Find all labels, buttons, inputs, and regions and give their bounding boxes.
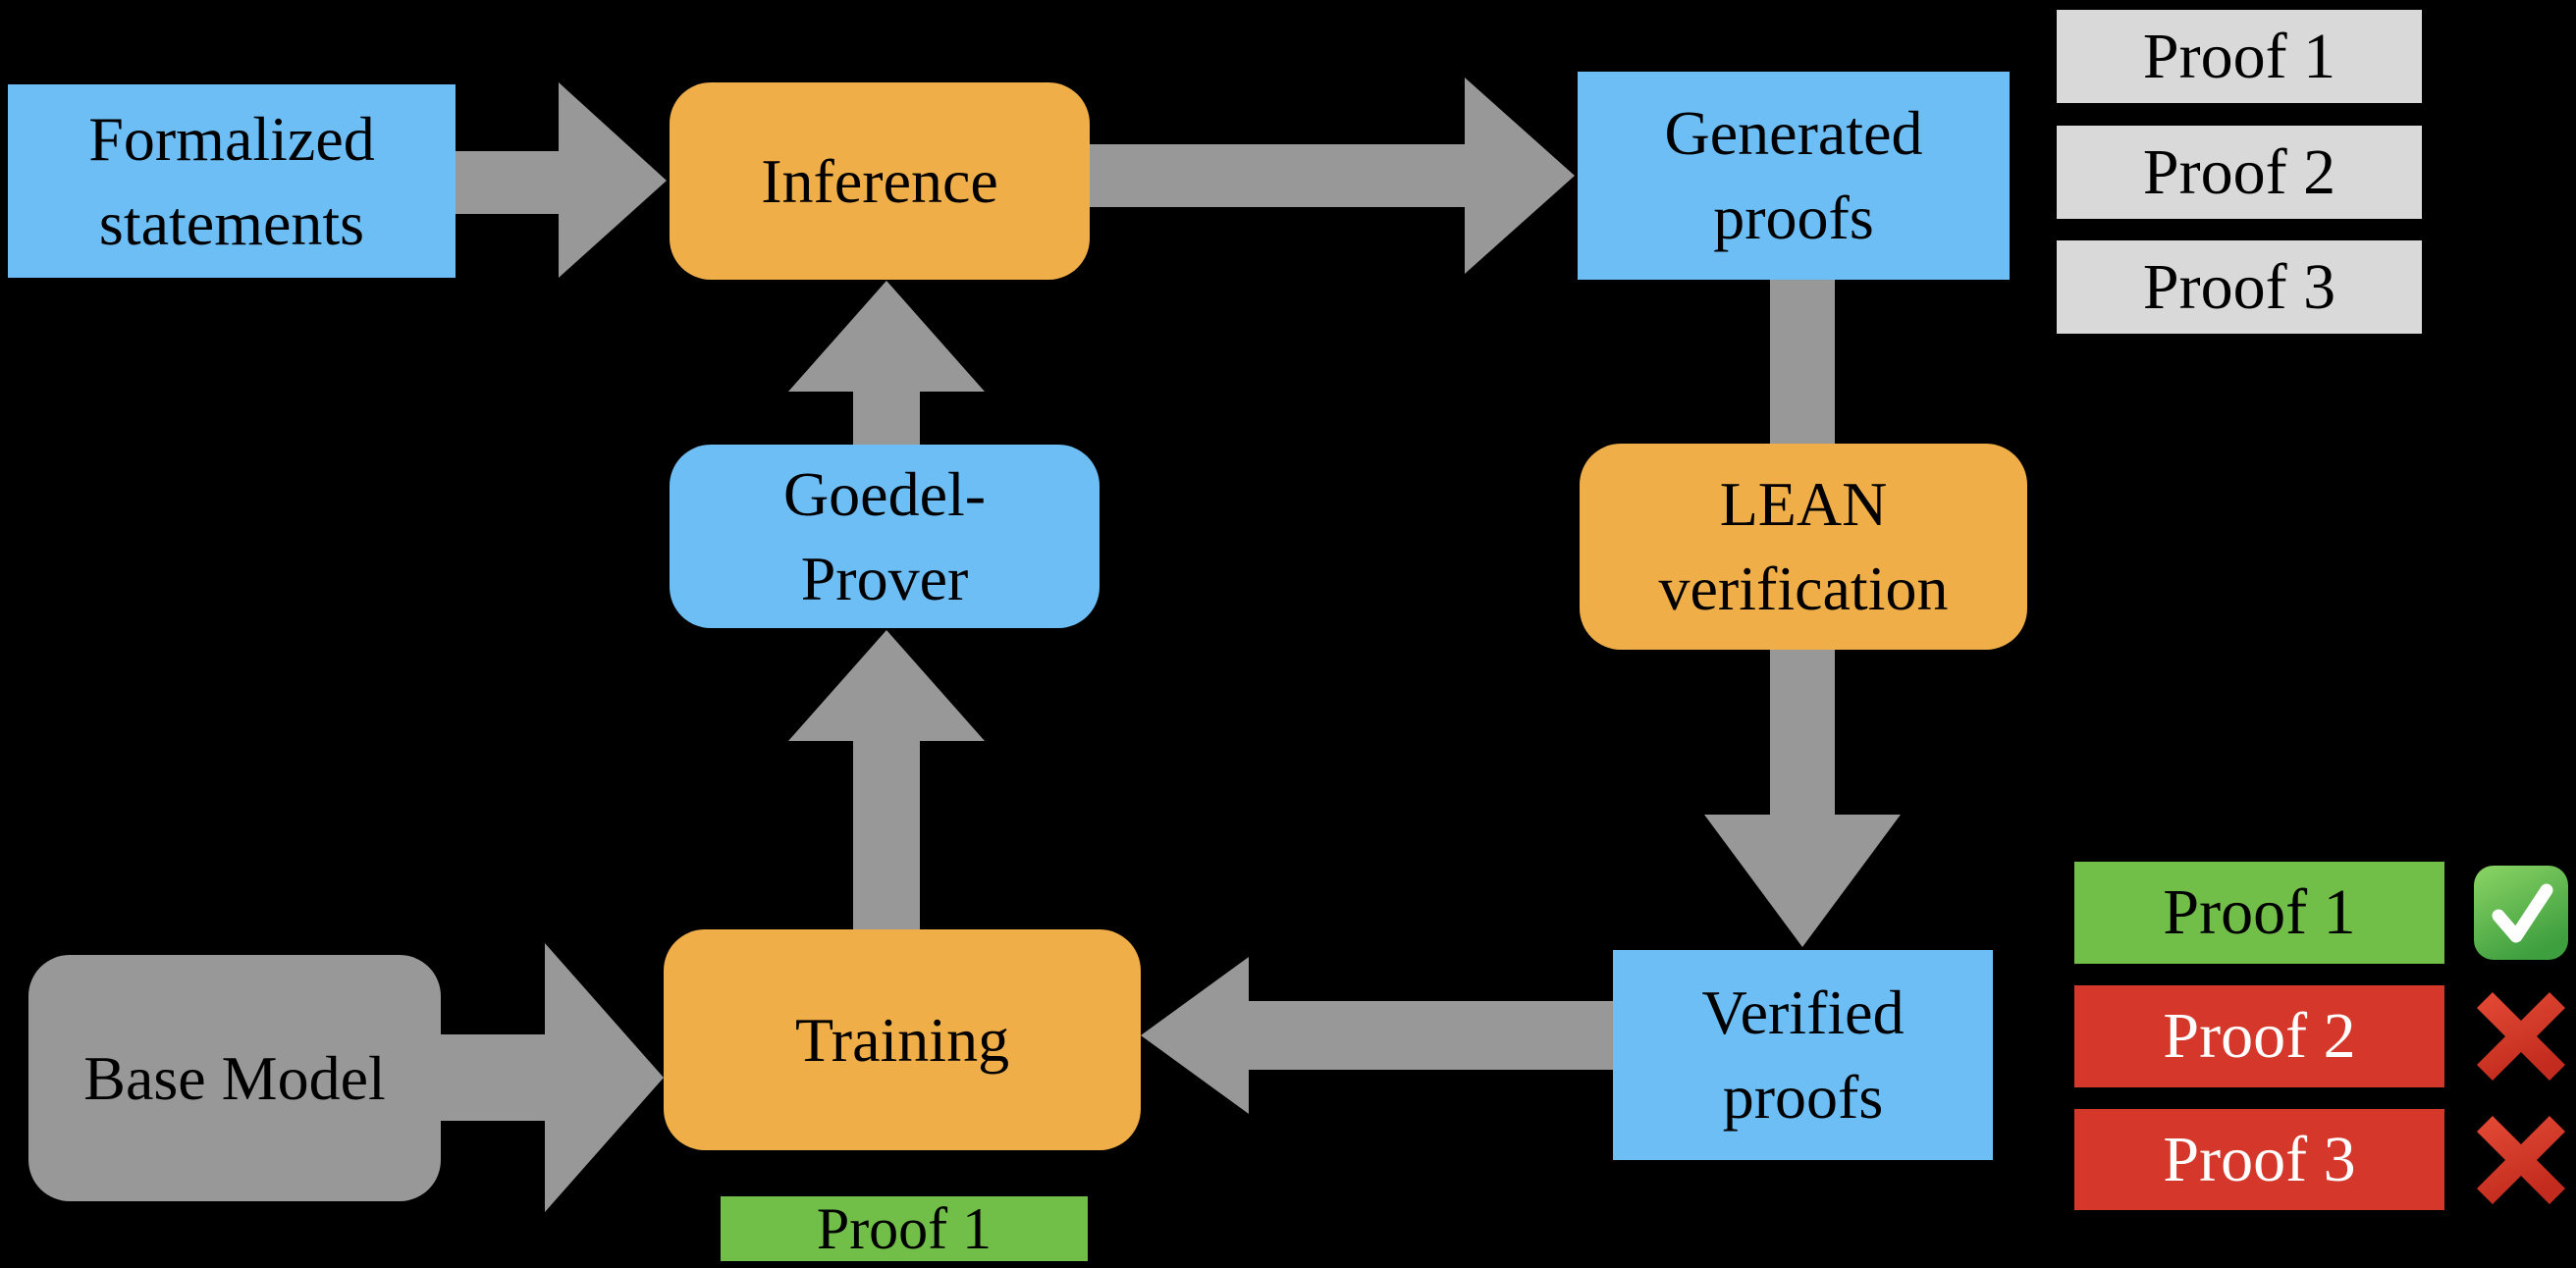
arrow-training-to-goedel-prover [788,630,985,929]
node-label-line: Goedel- [782,458,987,529]
node-lean-verification: LEAN verification [1580,444,2027,650]
node-label-line: Formalized [88,103,375,174]
arrow-inference-to-generated-proofs [1090,78,1575,274]
node-base-model: Base Model [28,955,441,1201]
proof-label: Proof 3 [2142,250,2336,323]
node-formalized-statements: Formalized statements [8,84,456,278]
node-label-line: Prover [800,543,969,613]
node-label-line: statements [98,187,365,258]
generated-proof-row-3: Proof 3 [2057,240,2422,334]
verified-proof-row-3: Proof 3 [2074,1109,2444,1210]
proof-label: Proof 1 [816,1195,993,1261]
arrow-verified-proofs-to-training [1141,957,1613,1114]
node-training: Training [664,929,1141,1150]
verified-proof-row-1: Proof 1 [2074,862,2444,964]
node-label: Base Model [83,1042,386,1113]
proof-label: Proof 2 [2163,1000,2356,1072]
check-mark-icon [2472,864,2570,962]
cross-mark-icon [2472,987,2570,1085]
node-label-line: Verified [1701,977,1905,1048]
node-verified-proofs: Verified proofs [1613,950,1993,1160]
node-label-line: proofs [1713,183,1874,252]
node-label-line: proofs [1722,1062,1884,1132]
training-data-proof-row: Proof 1 [721,1196,1088,1261]
cross-mark-icon [2472,1111,2570,1209]
arrow-base-model-to-training [441,943,664,1212]
node-generated-proofs: Generated proofs [1578,72,2010,280]
generated-proof-row-2: Proof 2 [2057,126,2422,219]
node-inference: Inference [670,82,1090,280]
generated-proof-row-1: Proof 1 [2057,10,2422,103]
node-label: Inference [761,145,998,216]
proof-label: Proof 1 [2142,20,2336,92]
arrow-formalized-to-inference [456,82,667,278]
connector-generated-proofs-to-lean [1770,273,1835,444]
proof-label: Proof 3 [2163,1123,2356,1195]
node-label-line: Generated [1664,98,1923,169]
arrow-goedel-prover-to-inference [788,281,985,445]
proof-label: Proof 1 [2163,876,2356,948]
proof-label: Proof 2 [2142,135,2336,208]
node-goedel-prover: Goedel- Prover [670,445,1100,628]
node-label-line: verification [1658,554,1949,623]
node-label-line: LEAN [1719,469,1888,540]
node-label: Training [794,1004,1010,1075]
arrow-lean-to-verified-proofs [1704,650,1901,947]
verified-proof-row-2: Proof 2 [2074,985,2444,1087]
